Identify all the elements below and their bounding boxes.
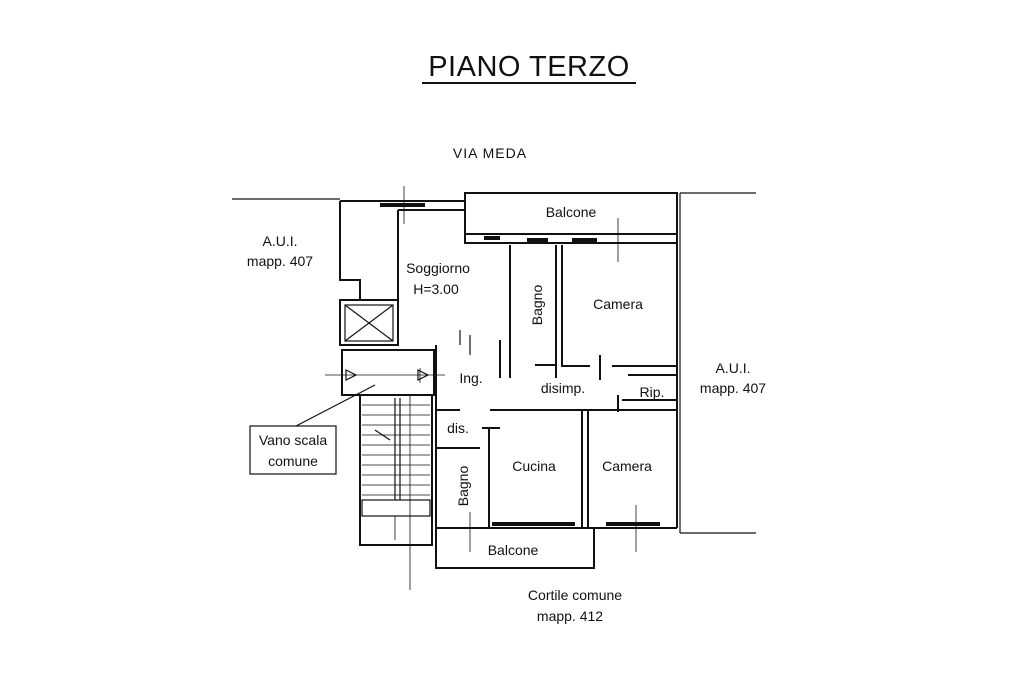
- bathroom-top-label: Bagno: [529, 285, 545, 326]
- living-room-label: Soggiorno: [406, 260, 470, 276]
- interior-walls: [436, 245, 677, 528]
- balcony-bottom-label: Balcone: [488, 542, 539, 558]
- balcony-top-label: Balcone: [546, 204, 597, 220]
- bedroom-bottom-label: Camera: [602, 458, 652, 474]
- passage-label: dis.: [447, 420, 469, 436]
- common-staircase: [359, 394, 433, 590]
- staircase-callout: [249, 384, 376, 475]
- kitchen-label: Cucina: [512, 458, 556, 474]
- aui-right-line1: A.U.I.: [715, 360, 750, 376]
- lift-shaft: [339, 299, 399, 346]
- staircase-label-line1: Vano scala: [259, 432, 327, 448]
- neighbour-boundaries: [232, 192, 756, 534]
- plan-title: PIANO TERZO: [428, 51, 630, 83]
- entrance-label: Ing.: [459, 370, 482, 386]
- bathroom-bottom-label: Bagno: [455, 466, 471, 507]
- street-label: VIA MEDA: [453, 145, 527, 161]
- courtyard-label-line1: Cortile comune: [528, 587, 622, 603]
- courtyard-label-line2: mapp. 412: [537, 608, 603, 624]
- windows-top: [380, 186, 619, 262]
- aui-right-line2: mapp. 407: [700, 380, 766, 396]
- living-room-height: H=3.00: [413, 281, 459, 297]
- hallway-label: disimp.: [541, 380, 585, 396]
- stair-landing: [325, 349, 445, 396]
- windows-bottom: [469, 505, 660, 552]
- aui-left-line2: mapp. 407: [247, 253, 313, 269]
- aui-left-line1: A.U.I.: [262, 233, 297, 249]
- storage-label: Rip.: [640, 384, 665, 400]
- bedroom-top-label: Camera: [593, 296, 643, 312]
- staircase-label-line2: comune: [268, 453, 318, 469]
- exterior-walls: [339, 192, 678, 569]
